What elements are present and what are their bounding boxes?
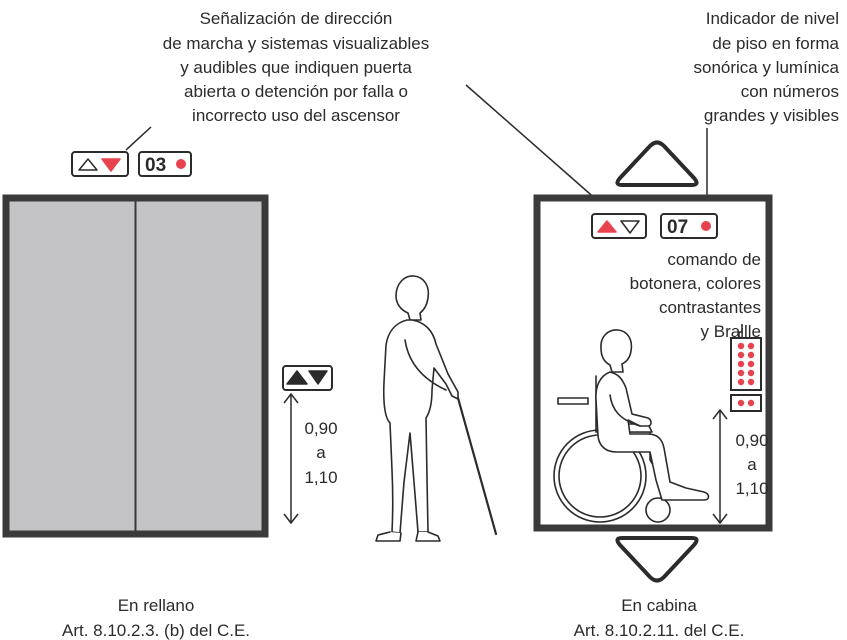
signal-annotation-line-4: abierta o detención por falla o bbox=[184, 82, 408, 101]
call-up-arrow-icon bbox=[286, 370, 308, 385]
wheelchair-user-icon bbox=[553, 329, 710, 523]
signal-annotation-line-1: Señalización de dirección bbox=[200, 9, 393, 28]
cabin-button-panel bbox=[730, 337, 762, 412]
door-button-icon bbox=[747, 399, 755, 407]
down-arrow-filled-icon bbox=[101, 158, 121, 172]
panel-buttons-icon bbox=[737, 342, 755, 386]
wheelchair-caster-wheel bbox=[645, 497, 671, 523]
floor-indicator-line-1: Indicador de nivel bbox=[706, 9, 839, 28]
landing-direction-indicator bbox=[71, 151, 129, 177]
landing-height-dimension: 0,90 a 1,10 bbox=[283, 392, 338, 525]
braille-button-panel bbox=[730, 337, 762, 391]
landing-call-button bbox=[282, 365, 333, 391]
landing-height-line-1: 0,90 bbox=[304, 419, 337, 438]
landing-elevator-doors bbox=[2, 194, 269, 538]
cabin-height-line-1: 0,90 bbox=[735, 431, 768, 450]
floor-indicator-annotation: Indicador de nivel de piso en forma sonó… bbox=[693, 9, 839, 125]
landing-height-line-2: a bbox=[316, 443, 326, 462]
cabin-direction-indicator bbox=[591, 213, 647, 239]
landing-article: Art. 8.10.2.3. (b) del C.E. bbox=[62, 621, 250, 640]
cabin-caption: En cabina bbox=[621, 596, 697, 615]
cabin-height-dimension: 0,90 a 1,10 bbox=[712, 408, 769, 525]
panel-annotation-line-2: botonera, colores bbox=[630, 274, 761, 293]
landing-caption: En rellano bbox=[118, 596, 195, 615]
landing-floor-light-icon bbox=[176, 159, 186, 169]
cabin-height-line-2: a bbox=[747, 455, 757, 474]
white-cane-icon bbox=[456, 396, 498, 536]
up-arrow-outline-icon bbox=[78, 158, 98, 171]
panel-annotation: comando de botonera, colores contrastant… bbox=[630, 250, 761, 341]
signal-annotation-line-2: de marcha y sistemas visualizables bbox=[163, 34, 429, 53]
floor-indicator-line-2: de piso en forma bbox=[712, 34, 839, 53]
alarm-button-icon bbox=[737, 399, 745, 407]
call-down-arrow-icon bbox=[308, 370, 328, 385]
signal-annotation-line-3: y audibles que indiquen puerta bbox=[180, 58, 412, 77]
cabin-up-arrow-filled-icon bbox=[597, 220, 617, 233]
floor-indicator-line-5: grandes y visibles bbox=[704, 106, 839, 125]
cabin-down-arrow-outline-icon bbox=[620, 220, 640, 234]
panel-annotation-line-1: comando de bbox=[667, 250, 761, 269]
landing-height-line-3: 1,10 bbox=[304, 468, 337, 487]
landing-floor-number: 03 bbox=[145, 155, 166, 176]
cabin-article: Art. 8.10.2.11. del C.E. bbox=[574, 621, 745, 640]
person-with-cane-icon bbox=[375, 275, 498, 542]
signal-annotation-line-5: incorrecto uso del ascensor bbox=[192, 106, 400, 125]
cabin-floor-number: 07 bbox=[667, 217, 688, 238]
landing-floor-display: 03 bbox=[138, 151, 192, 177]
signal-leader-line-landing bbox=[125, 126, 152, 151]
signal-annotation: Señalización de dirección de marcha y si… bbox=[163, 9, 429, 125]
panel-annotation-line-3: contrastantes bbox=[659, 298, 761, 317]
cabin-floor-light-icon bbox=[701, 221, 711, 231]
signal-leader-line-cabin bbox=[465, 84, 607, 209]
alarm-button-panel bbox=[730, 394, 762, 412]
panel-leader-line bbox=[738, 324, 743, 340]
floor-indicator-line-4: con números bbox=[741, 82, 839, 101]
cabin-height-line-3: 1,10 bbox=[735, 479, 768, 498]
floor-indicator-line-3: sonórica y lumínica bbox=[693, 58, 839, 77]
panel-annotation-line-4: y Braille bbox=[701, 322, 761, 341]
cabin-up-arrow-icon bbox=[615, 140, 699, 187]
cabin-floor-display: 07 bbox=[660, 213, 718, 239]
cabin-down-arrow-icon bbox=[615, 536, 699, 583]
